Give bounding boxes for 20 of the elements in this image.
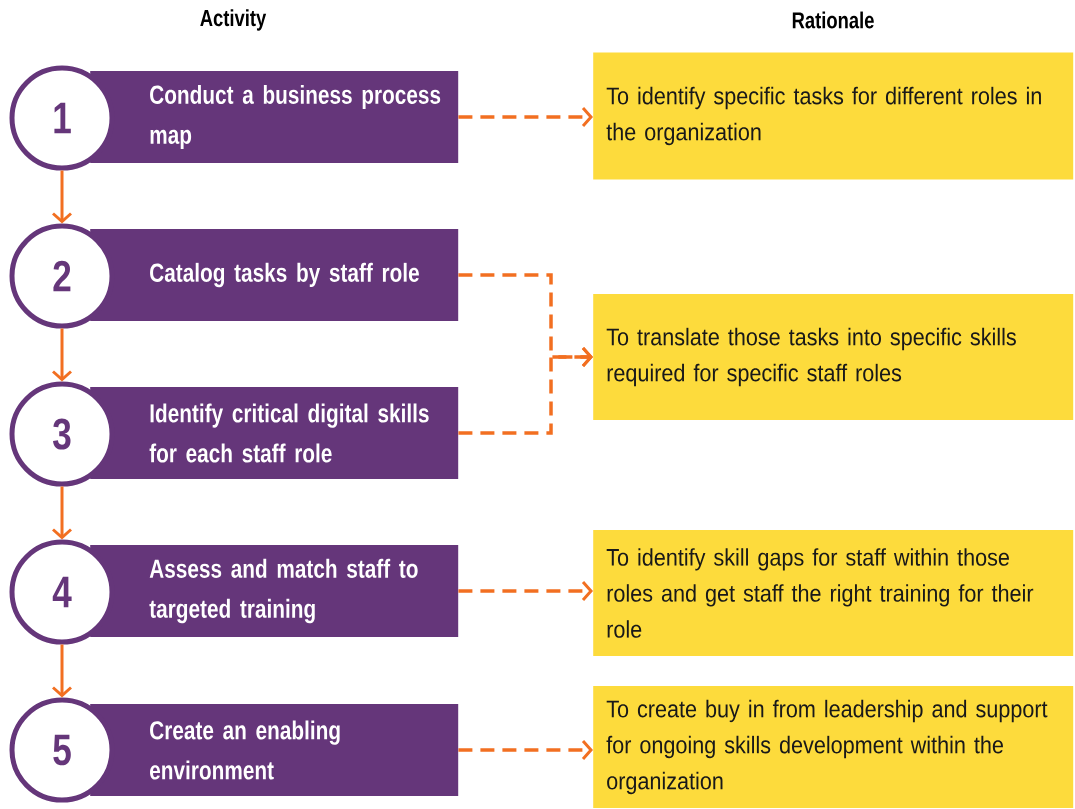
activity-bar: Catalog tasks by staff role	[90, 229, 459, 321]
rationale-box: To identify specific tasks for different roles in the organization	[593, 52, 1074, 180]
arrow	[458, 740, 593, 760]
rationale-box: To identify skill gaps for staff within those roles and get staff the right training for their role	[593, 530, 1074, 656]
activity-bar: Assess and match staff to targeted training	[90, 545, 459, 637]
column-heading: Rationale	[792, 11, 874, 29]
rationale-box: To translate those tasks into specific skills required for specific staff roles	[593, 294, 1074, 420]
arrow	[52, 486, 72, 540]
arrow	[458, 581, 593, 601]
activity-bar: Conduct a business process map	[90, 71, 459, 163]
arrow	[458, 347, 593, 435]
activity-bar: Create an enabling environment	[90, 704, 459, 796]
activity-bar: Identify critical digital skills for each staff role	[90, 387, 459, 479]
arrow	[458, 107, 593, 127]
arrow	[52, 328, 72, 382]
rationale-box: To create buy in from leadership and support for ongoing skills development within the organization	[593, 686, 1074, 808]
node-label: 5	[53, 734, 71, 766]
arrow	[52, 170, 72, 224]
column-heading: Activity	[200, 9, 267, 31]
arrow	[52, 644, 72, 698]
